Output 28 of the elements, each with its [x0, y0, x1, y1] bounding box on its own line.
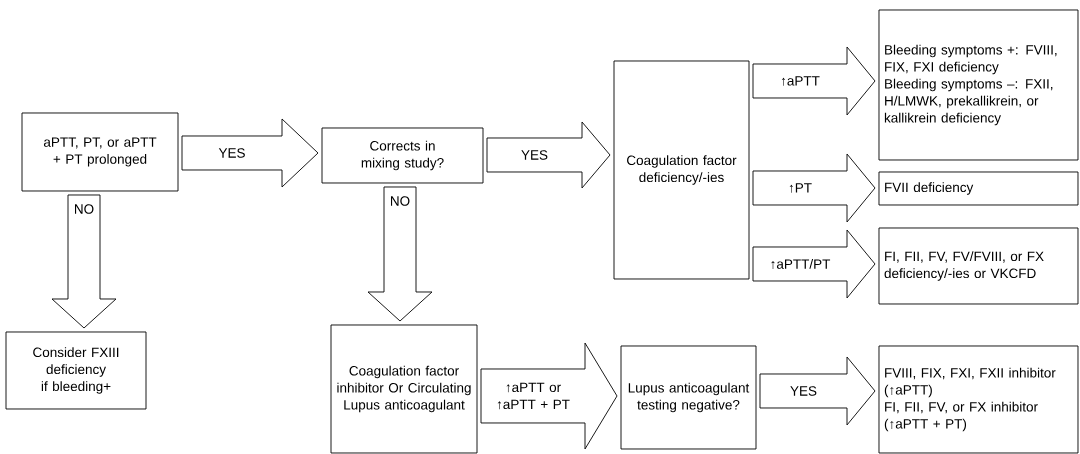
text-box: Bleeding symptoms +: FVIII, FIX, FXI deficiency Bleeding symptoms –: FXII, H/LMWK, prekallikrein, or kallikrein deficiency — [878, 9, 1079, 161]
text-box: Consider FXIII deficiency if bleeding+ — [5, 331, 147, 410]
block-arrow — [759, 356, 876, 426]
text-box: Lupus anticoagulant testing negative? — [620, 345, 757, 450]
block-arrow — [752, 46, 876, 116]
text-box: Coagulation factor inhibitor Or Circulating Lupus anticoagulant — [330, 324, 478, 454]
text-box: FVII deficiency — [878, 171, 1079, 206]
edge-label: NO — [75, 204, 94, 214]
edge-label: NO — [391, 196, 410, 206]
edge-label: ↑aPTT/PT — [771, 258, 831, 270]
edge-label: YES — [521, 150, 548, 160]
text-box: FVIII, FIX, FXI, FXII inhibitor (↑aPTT) FI, FII, FV, or FX inhibitor (↑aPTT + PT) — [878, 345, 1079, 454]
block-arrow — [752, 229, 876, 299]
text-box: FI, FII, FV, FV/FVIII, or FX deficiency/-ies or VKCFD — [878, 227, 1079, 305]
block-arrow — [480, 342, 618, 450]
text-box: aPTT, PT, or aPTT + PT prolonged — [21, 112, 179, 192]
edge-label: YES — [218, 148, 245, 158]
text-box: Coagulation factor deficiency/-ies — [613, 60, 750, 280]
block-arrow — [181, 118, 319, 188]
edge-label: ↑PT — [789, 183, 812, 193]
edge-label: ↑aPTT — [781, 76, 820, 86]
text-box: Corrects in mixing study? — [321, 127, 484, 184]
block-arrow — [486, 121, 611, 189]
block-arrow — [51, 194, 117, 329]
edge-label: YES — [790, 386, 817, 396]
block-arrow — [752, 153, 876, 223]
edge-label: ↑aPTT or ↑aPTT + PT — [497, 382, 570, 410]
block-arrow — [367, 186, 433, 322]
